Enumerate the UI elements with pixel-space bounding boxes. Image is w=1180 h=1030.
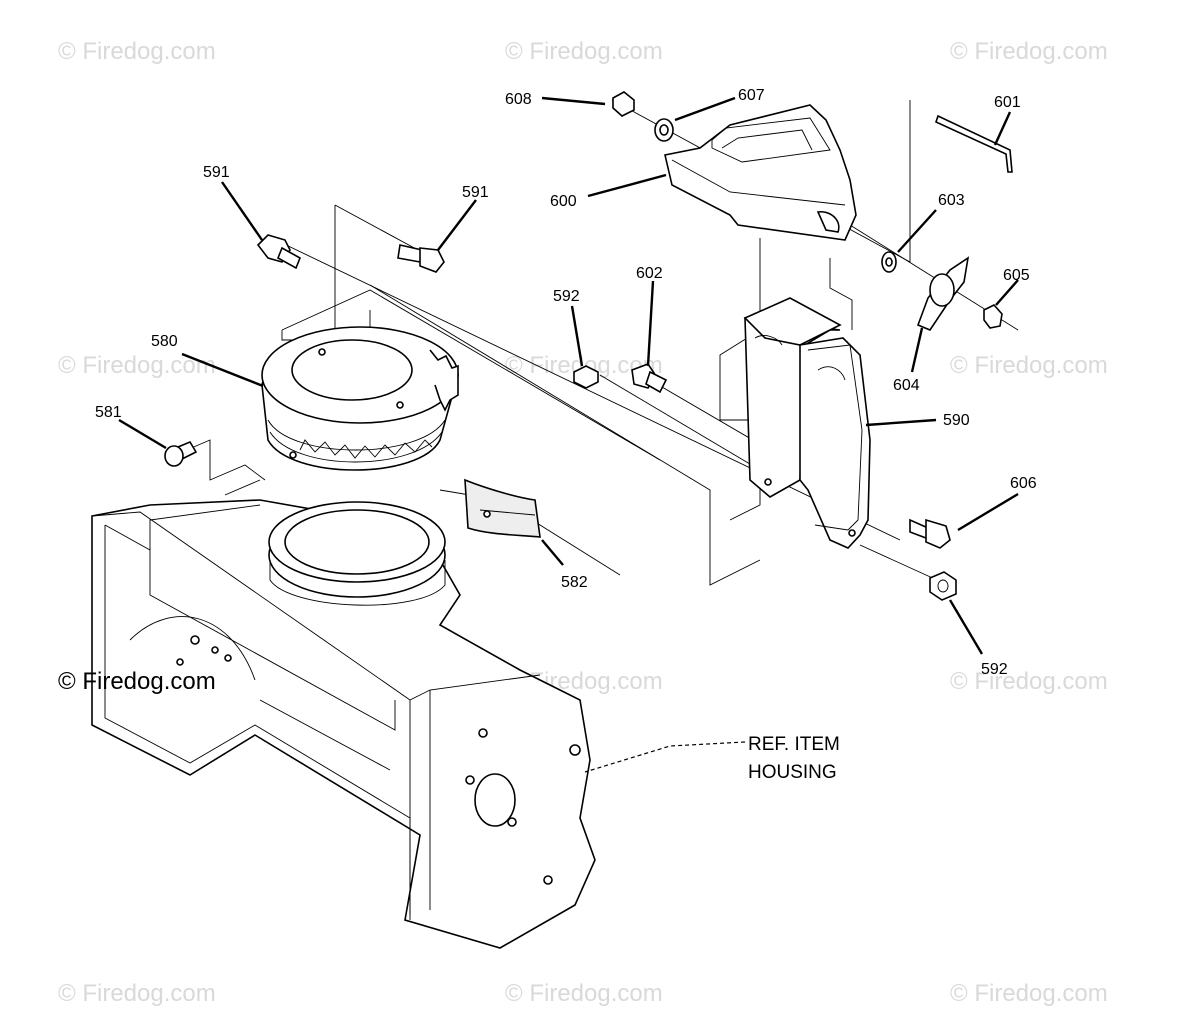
nut-605 [983, 304, 1003, 329]
callout-603: 603 [938, 192, 965, 209]
reference-label: REF. ITEM HOUSING [748, 734, 840, 783]
callout-601: 601 [994, 94, 1021, 111]
watermark: © Firedog.com [505, 980, 663, 1007]
callout-602: 602 [636, 265, 663, 282]
callout-607: 607 [738, 87, 765, 104]
callout-604: 604 [893, 377, 920, 394]
callout-592-bottom: 592 [981, 661, 1008, 678]
watermark: © Firedog.com [950, 980, 1108, 1007]
callout-605: 605 [1003, 267, 1030, 284]
nut-592-bottom [929, 571, 957, 601]
bolt-591-right [397, 244, 445, 273]
callout-592-top: 592 [553, 288, 580, 305]
callout-581: 581 [95, 404, 122, 421]
bolt-602 [631, 363, 668, 394]
nut-608 [612, 91, 635, 117]
watermark: © Firedog.com [58, 980, 216, 1007]
washer-607 [654, 118, 674, 142]
callout-591-right: 591 [462, 184, 489, 201]
watermark: © Firedog.com [58, 38, 216, 65]
reference-label-line1: REF. ITEM [748, 734, 840, 755]
bolt-591-left [256, 234, 302, 270]
watermark: © Firedog.com [950, 38, 1108, 65]
deflector-pad-582 [464, 478, 541, 538]
callout-labels: 608 607 601 600 603 605 604 591 591 592 … [95, 87, 1037, 678]
watermark: © Firedog.com [950, 668, 1108, 695]
pin-601 [935, 114, 1013, 173]
leader-lines [118, 96, 1019, 773]
callout-606: 606 [1010, 475, 1037, 492]
watermark-dark: © Firedog.com [58, 668, 216, 695]
watermark: © Firedog.com [505, 38, 663, 65]
washer-603 [881, 251, 897, 273]
flange-ring-580 [261, 326, 459, 471]
chute-housing [91, 499, 596, 949]
callout-600: 600 [550, 193, 577, 210]
bolt-606 [909, 518, 951, 549]
callout-608: 608 [505, 91, 532, 108]
callout-582: 582 [561, 574, 588, 591]
bracket-590 [743, 297, 871, 549]
reference-label-line2: HOUSING [748, 762, 837, 783]
callout-590: 590 [943, 412, 970, 429]
handle-600 [664, 104, 857, 241]
watermark: © Firedog.com [950, 352, 1108, 379]
knob-604 [916, 256, 970, 331]
callout-591-left: 591 [203, 164, 230, 181]
screw-581 [164, 440, 198, 467]
callout-580: 580 [151, 333, 178, 350]
nut-592-top [573, 365, 599, 389]
